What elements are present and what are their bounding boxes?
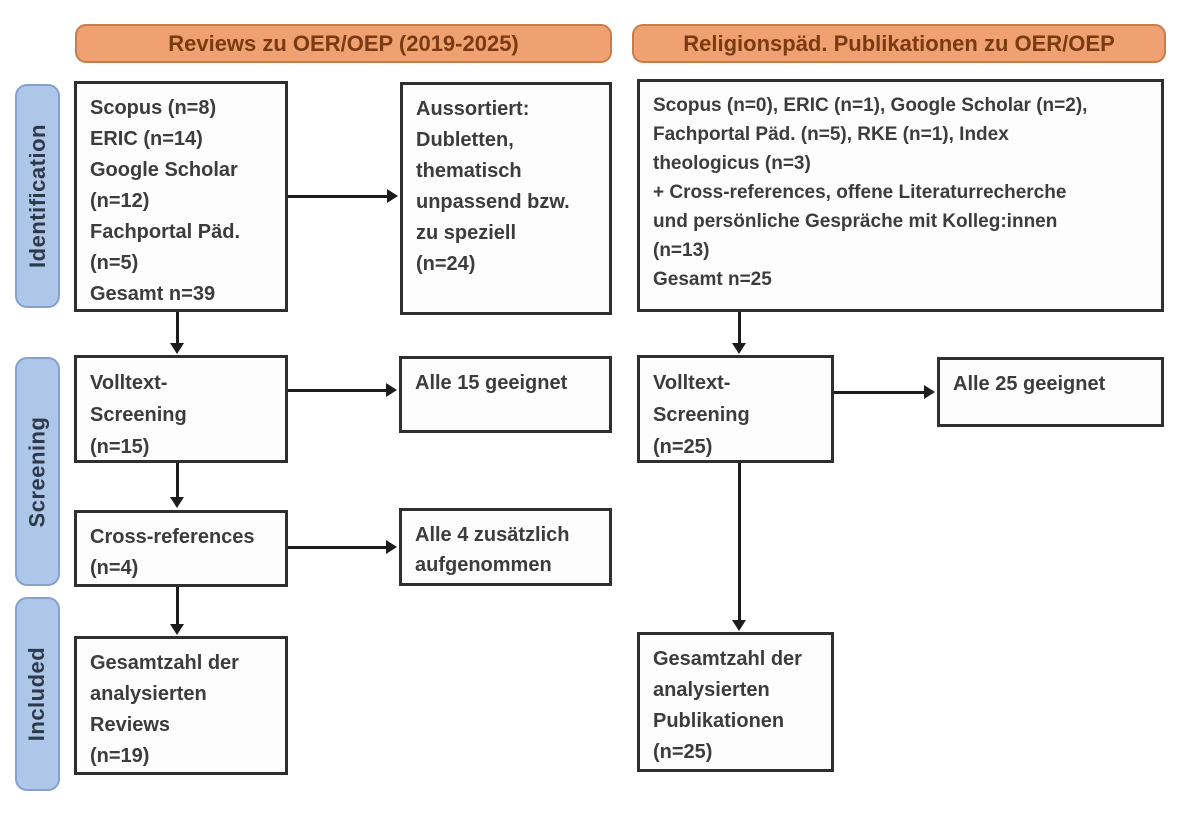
arrow-right-icon [288, 540, 397, 554]
box-fulltext-screening-publications: Volltext- Screening (n=25) [637, 355, 834, 463]
arrow-down-icon [170, 463, 184, 508]
box-all-25-suitable: Alle 25 geeignet [937, 357, 1164, 427]
box-total-reviews: Gesamtzahl der analysierten Reviews (n=1… [74, 636, 288, 775]
stage-label-screening-text: Screening [24, 416, 50, 527]
stage-label-included: Included [15, 597, 60, 791]
stage-label-identification-text: Identification [24, 124, 50, 268]
arrow-down-icon [732, 463, 746, 631]
arrow-down-icon [170, 587, 184, 635]
box-total-publications: Gesamtzahl der analysierten Publikatione… [637, 632, 834, 772]
column-header-publications: Religionspäd. Publikationen zu OER/OEP [632, 24, 1166, 63]
box-sources-reviews: Scopus (n=8) ERIC (n=14) Google Scholar … [74, 81, 288, 312]
box-all-15-suitable: Alle 15 geeignet [399, 356, 612, 433]
stage-label-included-text: Included [24, 646, 50, 742]
box-cross-references: Cross-references (n=4) [74, 510, 288, 587]
arrow-right-icon [834, 385, 935, 399]
column-header-reviews: Reviews zu OER/OEP (2019-2025) [75, 24, 612, 63]
arrow-right-icon [288, 383, 397, 397]
box-sources-publications: Scopus (n=0), ERIC (n=1), Google Scholar… [637, 79, 1164, 312]
arrow-down-icon [732, 312, 746, 354]
stage-label-screening: Screening [15, 357, 60, 586]
box-excluded-reviews: Aussortiert: Dubletten, thematisch unpas… [400, 82, 612, 315]
arrow-right-icon [288, 189, 398, 203]
stage-label-identification: Identification [15, 84, 60, 308]
arrow-down-icon [170, 312, 184, 354]
box-all-4-added: Alle 4 zusätzlich aufgenommen [399, 508, 612, 586]
box-fulltext-screening-reviews: Volltext- Screening (n=15) [74, 355, 288, 463]
